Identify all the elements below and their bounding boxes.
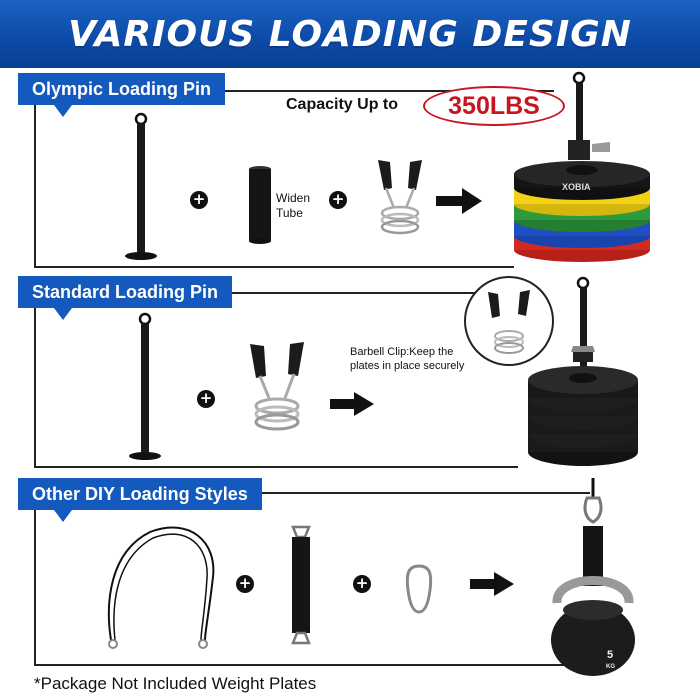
footer-note: *Package Not Included Weight Plates — [34, 674, 317, 693]
arrow-right-icon — [470, 572, 514, 596]
standard-section-tag: Standard Loading Pin — [18, 276, 233, 320]
plus-icon: + — [329, 191, 347, 209]
plus-icon: + — [190, 191, 208, 209]
capacity-value: 350LBS — [448, 92, 540, 120]
spring-clip-icon — [378, 160, 422, 235]
loading-pin-icon — [129, 312, 161, 460]
olympic-section-frame — [34, 90, 514, 268]
cable-icon — [107, 526, 215, 649]
barbell-clip-note: Barbell Clip:Keep the plates in place se… — [350, 346, 465, 372]
capacity-label: Capacity Up to — [286, 96, 399, 113]
spring-clip-icon — [250, 342, 304, 431]
plus-icon: + — [236, 575, 254, 593]
plus-icon: + — [197, 390, 215, 408]
arrow-right-icon — [330, 392, 374, 416]
spring-clip-icon — [488, 290, 530, 354]
carabiner-icon — [405, 564, 433, 614]
kettlebell-weight: 5 — [607, 649, 613, 661]
widen-tube-label: Widen Tube — [276, 191, 311, 220]
section-divider — [34, 492, 590, 494]
loading-pin-icon — [125, 112, 157, 260]
diy-section-frame — [34, 492, 600, 666]
plus-icon: + — [353, 575, 371, 593]
olympic-section-tag: Olympic Loading Pin — [18, 73, 226, 117]
standard-section-frame — [34, 292, 518, 468]
header-banner: VARIOUS LOADING DESIGN — [0, 0, 700, 68]
widen-tube-icon — [249, 166, 271, 244]
kettlebell-icon: 5 KG — [551, 478, 635, 676]
strap-icon — [291, 525, 311, 645]
clip-detail-circle — [464, 276, 554, 366]
page-title: VARIOUS LOADING DESIGN — [68, 13, 632, 55]
kettlebell-unit: KG — [606, 664, 615, 670]
arrow-right-icon — [436, 188, 482, 214]
diy-section-tag: Other DIY Loading Styles — [18, 478, 262, 522]
weight-plates-icon: XOBIA — [514, 71, 650, 262]
plate-brand: XOBIA — [562, 182, 591, 192]
capacity-badge: 350LBS — [423, 86, 565, 126]
section-divider — [34, 90, 554, 92]
weight-plates-icon — [528, 276, 638, 466]
section-divider — [34, 292, 504, 294]
